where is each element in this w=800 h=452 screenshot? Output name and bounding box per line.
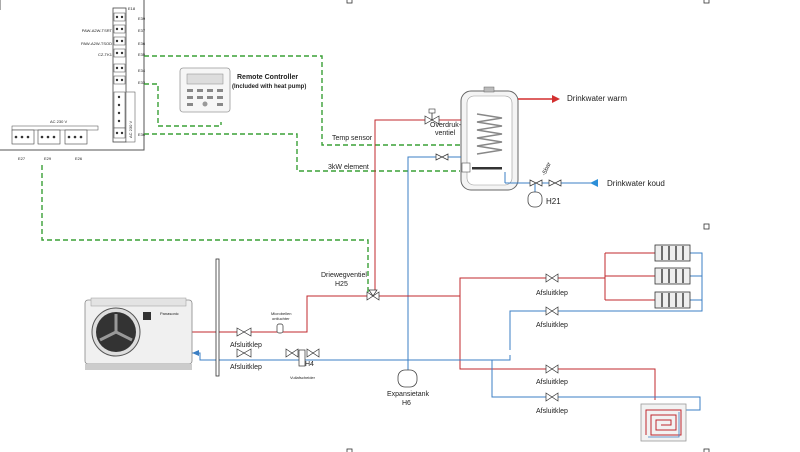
ventiel-label: ventiel	[435, 130, 456, 137]
expansion-tank-h6[interactable]	[397, 369, 418, 388]
h21-label: H21	[546, 197, 561, 206]
afsluitklep-label: Afsluitklep	[230, 364, 262, 371]
boiler-return-pipe[interactable]	[407, 156, 461, 370]
isolation-valve[interactable]	[545, 364, 559, 374]
element-label: 3kW element	[328, 164, 369, 171]
radiator[interactable]	[654, 244, 691, 262]
cold-inlet-valve[interactable]	[435, 153, 449, 161]
output-label: E30	[138, 132, 146, 137]
remote-controller[interactable]	[179, 67, 231, 113]
hot-water-tank[interactable]	[460, 86, 519, 191]
isolation-valve[interactable]	[545, 306, 559, 316]
microbubble-separator[interactable]	[276, 323, 284, 334]
ac-label: AC 230 V	[50, 119, 67, 124]
element-wire[interactable]	[144, 133, 460, 172]
heat-pump-unit[interactable]	[84, 297, 193, 370]
afsluitklep-label: Afsluitklep	[536, 408, 568, 415]
selection-handle[interactable]	[703, 0, 710, 4]
heating-supply-pipe[interactable]	[378, 277, 605, 297]
output-label: E33	[138, 80, 146, 85]
ac-label-vertical: AC 230 V	[128, 121, 133, 138]
heating-element	[472, 167, 502, 170]
heat-pump-brand: Panasonic	[160, 311, 179, 316]
hot-out-arrow	[552, 95, 560, 103]
radiator-return-pipe[interactable]	[509, 252, 703, 350]
floor-heating[interactable]	[640, 403, 687, 442]
h6-label: H6	[402, 400, 411, 407]
afsluitklep-label: Afsluitklep	[536, 322, 568, 329]
bottom-terminal-label: E27	[18, 156, 26, 161]
bottom-terminal-label: E26	[75, 156, 83, 161]
tank-coil	[476, 113, 503, 155]
output-label: E36	[138, 41, 146, 46]
ontluchter-label: ontluchter	[272, 316, 290, 321]
isolation-valve[interactable]	[236, 348, 252, 358]
isolation-valve[interactable]	[545, 273, 559, 283]
control-wires	[41, 55, 460, 292]
valve-pressure-label: -5bar	[541, 162, 552, 177]
temp-sensor-label: Temp sensor	[332, 135, 373, 142]
valve-wire[interactable]	[41, 165, 369, 292]
output-top-label: E18	[128, 6, 136, 11]
drinkwater-koud-label: Drinkwater koud	[607, 179, 665, 188]
remote-wire[interactable]	[144, 83, 222, 127]
pressure-relief-valve[interactable]	[424, 108, 440, 125]
drinkwater-warm-label: Drinkwater warm	[567, 94, 627, 103]
temp-sensor-wire[interactable]	[144, 55, 460, 146]
output-label: E37	[138, 28, 146, 33]
terminal-label: CZ-TK1	[98, 52, 113, 57]
vuilafscheider-label: Vuilafscheider	[290, 375, 316, 380]
terminal-label: PAW-A2W-TSOD	[81, 41, 112, 46]
selection-handle[interactable]	[703, 223, 710, 230]
radiator[interactable]	[654, 291, 691, 309]
isolation-valve[interactable]	[545, 392, 559, 402]
remote-title: Remote Controller	[237, 74, 298, 81]
afsluitklep-label: Afsluitklep	[536, 379, 568, 386]
controller-panel: AC 230 V E18 E39 E37 E36 E35 E34 E33 E30…	[0, 0, 146, 161]
output-label: E34	[138, 68, 146, 73]
h25-label: H25	[335, 281, 348, 288]
overdruk-label: Overdruk-	[430, 122, 462, 129]
remote-subtitle: (Included with heat pump)	[232, 84, 306, 90]
cold-in-arrow	[590, 179, 598, 187]
safety-valve[interactable]	[529, 179, 562, 187]
selection-handle[interactable]	[346, 0, 353, 4]
h4-label: H4	[305, 361, 314, 368]
terminal-rows	[113, 12, 126, 139]
expansion-vessel-h21[interactable]	[527, 191, 543, 208]
afsluitklep-label: Afsluitklep	[536, 290, 568, 297]
three-way-valve-h25[interactable]	[366, 289, 380, 301]
output-label: E39	[138, 16, 146, 21]
building-wall	[215, 258, 220, 377]
terminal-label: PAW-A2W-TSRT	[82, 28, 113, 33]
output-label: E35	[138, 52, 146, 57]
afsluitklep-label: Afsluitklep	[230, 342, 262, 349]
return-arrow	[192, 350, 199, 356]
expansietank-label: Expansietank	[387, 391, 430, 398]
microbellen-label: Microbellen	[271, 311, 291, 316]
radiator[interactable]	[654, 267, 691, 285]
isolation-valve[interactable]	[236, 327, 252, 337]
driewegventiel-label: Driewegventiel	[321, 272, 367, 279]
dirt-separator-h4[interactable]	[285, 348, 320, 367]
bottom-terminal-label: E29	[44, 156, 52, 161]
boiler-supply-pipe[interactable]	[374, 119, 461, 292]
